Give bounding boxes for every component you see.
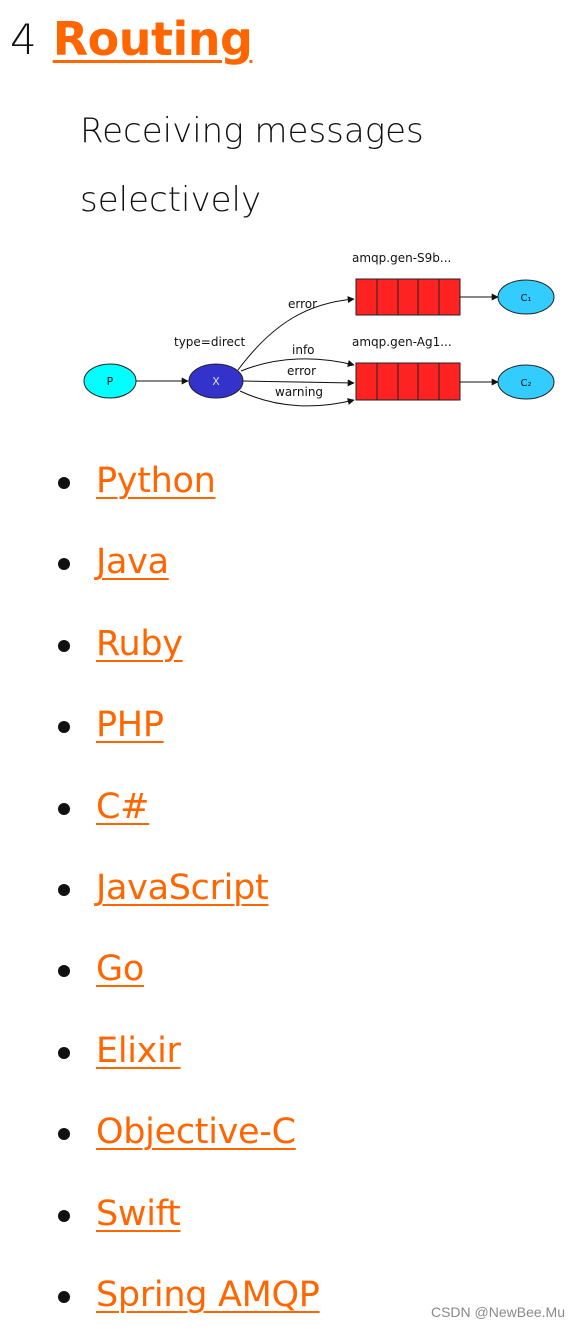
list-item: Swift (0, 1176, 560, 1257)
binding-label-queue2-warning: warning (275, 385, 323, 399)
section-heading: 4 Routing (10, 6, 253, 72)
bullet-icon (58, 1209, 70, 1222)
language-link-elixir[interactable]: Elixir (96, 1030, 181, 1071)
queue1-box (355, 278, 461, 316)
bullet-icon (58, 639, 70, 652)
routing-diagram: P X type=direct error info error warning… (83, 251, 555, 407)
section-title-link[interactable]: Routing (52, 12, 253, 66)
section-number: 4 (10, 14, 37, 64)
language-link-ruby[interactable]: Ruby (96, 623, 183, 664)
binding-label-queue2-error: error (287, 364, 316, 378)
language-link-python[interactable]: Python (96, 461, 216, 501)
exchange-label: X (212, 375, 220, 388)
binding-arrow-queue2-warning (239, 390, 355, 407)
language-link-php[interactable]: PHP (96, 705, 164, 746)
language-link-objective-c[interactable]: Objective-C (96, 1112, 296, 1153)
bullet-icon (58, 883, 70, 896)
consumer1-label: C₁ (521, 293, 532, 304)
language-link-go[interactable]: Go (96, 949, 144, 990)
language-link-spring-amqp[interactable]: Spring AMQP (96, 1274, 320, 1315)
bullet-icon (58, 965, 70, 978)
list-item: Python (0, 443, 560, 524)
binding-label-queue2-info: info (292, 343, 315, 357)
binding-arrow-queue2-error (242, 379, 355, 387)
bullet-icon (58, 721, 70, 734)
binding-label-queue1-error: error (288, 297, 317, 311)
list-item: Elixir (0, 1013, 560, 1094)
language-list: Python Java Ruby PHP C# JavaScript Go El… (0, 443, 560, 1338)
consumer1-node (497, 279, 555, 315)
list-item: JavaScript (0, 850, 560, 931)
bullet-icon (58, 1046, 70, 1059)
queue2-name: amqp.gen-Ag1... (352, 335, 452, 349)
watermark-text: CSDN @NewBee.Mu (430, 1304, 565, 1320)
language-link-csharp[interactable]: C# (96, 786, 150, 827)
list-item: Objective-C (0, 1094, 560, 1175)
consumer2-node (497, 364, 555, 400)
list-item: Spring AMQP (0, 1257, 560, 1338)
list-item: PHP (0, 687, 560, 768)
exchange-type-label: type=direct (174, 335, 245, 349)
producer-label: P (107, 375, 114, 388)
bullet-icon (58, 558, 70, 571)
bullet-icon (58, 1128, 70, 1141)
bullet-icon (58, 1290, 70, 1303)
bullet-icon (58, 802, 70, 815)
list-item: C# (0, 769, 560, 850)
consumer2-label: C₂ (521, 378, 532, 389)
language-link-swift[interactable]: Swift (96, 1193, 181, 1234)
list-item: Ruby (0, 606, 560, 687)
queue1-name: amqp.gen-S9b... (352, 251, 451, 265)
binding-arrow-queue1 (237, 296, 355, 371)
list-item: Java (0, 524, 560, 605)
queue2-box (355, 362, 461, 401)
section-subtitle: Receiving messages selectively (80, 111, 424, 220)
language-link-java[interactable]: Java (96, 542, 169, 583)
language-link-javascript[interactable]: JavaScript (96, 867, 269, 908)
list-item: Go (0, 931, 560, 1012)
bullet-icon (58, 477, 70, 489)
binding-arrow-queue2-info (240, 358, 355, 372)
